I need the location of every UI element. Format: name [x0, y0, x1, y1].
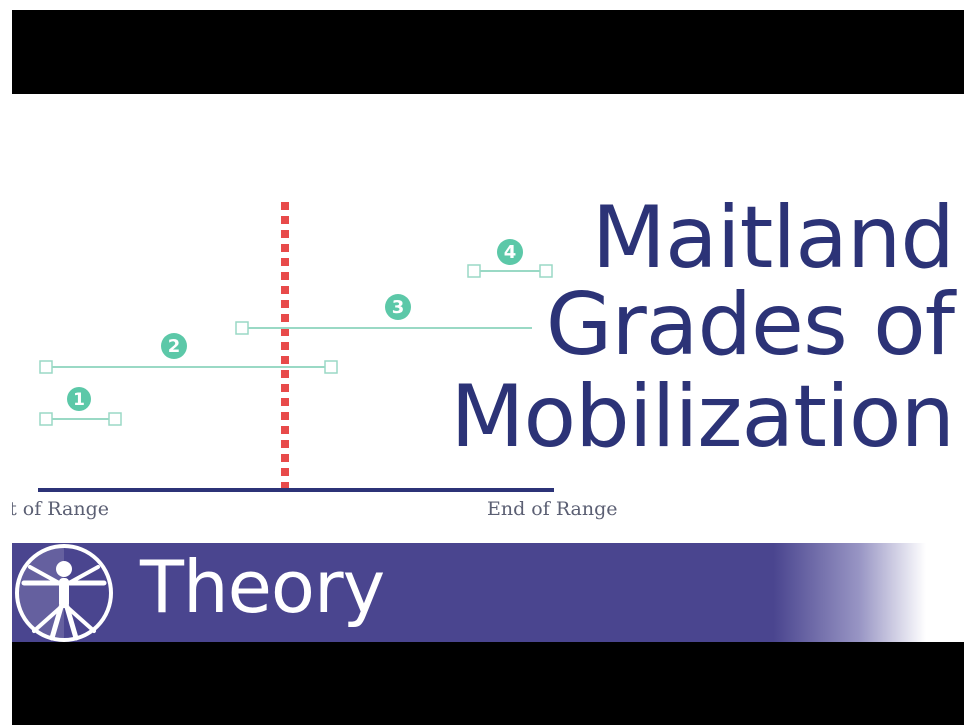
start-of-range-label: rt of Range — [12, 498, 109, 520]
grades-diagram-svg: 1 2 3 — [38, 202, 554, 492]
banner-label: Theory — [140, 545, 385, 629]
svg-text:3: 3 — [392, 297, 405, 318]
end-of-range-label: End of Range — [487, 498, 618, 520]
grade-2-badge: 2 — [161, 333, 187, 359]
mobilization-grades-diagram: 1 2 3 — [12, 94, 964, 544]
grade-2-range — [39, 360, 338, 374]
svg-text:4: 4 — [504, 242, 517, 263]
grade-3-range — [235, 321, 532, 335]
svg-text:2: 2 — [168, 336, 181, 357]
title-line-1: Maitland — [591, 188, 955, 288]
title-line-2: Grades of — [545, 275, 955, 375]
vitruvian-man-icon — [15, 544, 113, 642]
title-line-3: Mobilization — [450, 367, 955, 467]
grade-1-badge: 1 — [67, 387, 91, 411]
grade-1-range — [39, 412, 122, 426]
grade-4-badge: 4 — [497, 239, 523, 265]
grade-3-badge: 3 — [385, 294, 411, 320]
letterbox-top — [12, 10, 964, 94]
theory-banner: Theory — [12, 543, 964, 642]
svg-text:1: 1 — [73, 390, 85, 410]
grade-4-range — [467, 264, 553, 278]
letterbox-bottom — [12, 642, 964, 725]
